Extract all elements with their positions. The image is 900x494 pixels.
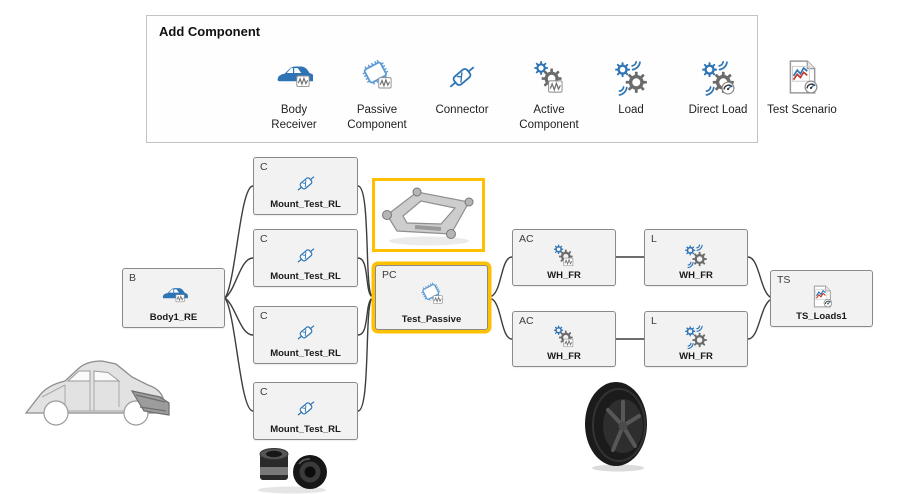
bushing-photo[interactable] bbox=[250, 442, 334, 494]
subframe-image bbox=[382, 187, 474, 246]
load-icon bbox=[683, 323, 709, 349]
node-name-label: WH_FR bbox=[679, 351, 713, 362]
toolbar-item-body-receiver[interactable]: Body Receiver bbox=[251, 56, 337, 140]
active-component-icon bbox=[530, 58, 568, 96]
node-type-label: C bbox=[260, 386, 268, 398]
node-type-label: C bbox=[260, 161, 268, 173]
node-name-label: Body1_RE bbox=[149, 312, 198, 323]
connector-icon bbox=[294, 173, 317, 194]
node-connector-1[interactable]: C Mount_Test_RL bbox=[253, 157, 358, 215]
node-connector-2[interactable]: C Mount_Test_RL bbox=[253, 229, 358, 287]
node-type-label: C bbox=[260, 310, 268, 322]
node-name-label: WH_FR bbox=[547, 270, 581, 281]
node-type-label: C bbox=[260, 233, 268, 245]
toolbar-item-label: Direct Load bbox=[688, 104, 748, 116]
direct-load-icon bbox=[699, 58, 737, 96]
toolbar-item-connector[interactable]: Connector bbox=[419, 56, 505, 140]
node-type-label: AC bbox=[519, 233, 534, 245]
subframe-photo[interactable] bbox=[372, 178, 485, 252]
toolbar-item-label: Active Component bbox=[519, 104, 579, 131]
connector-icon bbox=[294, 322, 317, 343]
connector-icon bbox=[443, 58, 481, 96]
toolbar-item-label: Load bbox=[618, 104, 644, 116]
passive-component-icon bbox=[358, 58, 396, 96]
panel-title: Add Component bbox=[159, 24, 261, 39]
node-type-label: B bbox=[129, 272, 137, 284]
passive-component-icon bbox=[418, 281, 446, 309]
node-load-1[interactable]: L WH_FR bbox=[644, 229, 748, 286]
connector-icon bbox=[294, 398, 317, 419]
test-scenario-icon bbox=[809, 284, 834, 309]
toolbar-item-load[interactable]: Load bbox=[588, 56, 674, 140]
test-scenario-icon bbox=[783, 58, 821, 96]
toolbar-item-passive-component[interactable]: Passive Component bbox=[334, 56, 420, 140]
node-body-receiver[interactable]: B Body1_RE bbox=[122, 268, 225, 328]
toolbar-item-label: Test Scenario bbox=[767, 104, 837, 116]
node-type-label: TS bbox=[777, 274, 791, 286]
toolbar-item-test-scenario[interactable]: Test Scenario bbox=[759, 56, 845, 140]
node-name-label: Mount_Test_RL bbox=[270, 271, 341, 282]
toolbar-item-label: Body Receiver bbox=[271, 104, 317, 131]
tire-photo[interactable] bbox=[583, 380, 653, 472]
node-connector-3[interactable]: C Mount_Test_RL bbox=[253, 306, 358, 364]
node-active-component-2[interactable]: AC WH_FR bbox=[512, 311, 616, 367]
node-name-label: Mount_Test_RL bbox=[270, 424, 341, 435]
add-component-panel: Add Component Body Receiver Passive Comp… bbox=[146, 15, 837, 143]
node-name-label: Test_Passive bbox=[401, 314, 462, 325]
toolbar-item-label: Passive Component bbox=[347, 104, 407, 131]
node-passive-component[interactable]: PC Test_Passive bbox=[375, 265, 488, 330]
node-type-label: L bbox=[651, 315, 657, 327]
toolbar-item-label: Connector bbox=[435, 104, 489, 116]
node-active-component-1[interactable]: AC WH_FR bbox=[512, 229, 616, 286]
load-icon bbox=[612, 58, 650, 96]
node-name-label: Mount_Test_RL bbox=[270, 348, 341, 359]
toolbar-item-direct-load[interactable]: Direct Load bbox=[675, 56, 761, 140]
node-name-label: WH_FR bbox=[679, 270, 713, 281]
node-test-scenario[interactable]: TS TS_Loads1 bbox=[770, 270, 873, 327]
node-name-label: WH_FR bbox=[547, 351, 581, 362]
body-receiver-icon bbox=[275, 58, 313, 96]
node-load-2[interactable]: L WH_FR bbox=[644, 311, 748, 367]
load-icon bbox=[683, 242, 709, 268]
active-component-icon bbox=[551, 242, 577, 268]
active-component-icon bbox=[551, 323, 577, 349]
node-type-label: AC bbox=[519, 315, 534, 327]
node-type-label: L bbox=[651, 233, 657, 245]
car-body-photo[interactable] bbox=[20, 345, 170, 445]
connector-icon bbox=[294, 245, 317, 266]
node-name-label: TS_Loads1 bbox=[796, 311, 847, 322]
node-name-label: Mount_Test_RL bbox=[270, 199, 341, 210]
toolbar-item-active-component[interactable]: Active Component bbox=[506, 56, 592, 140]
body-receiver-icon bbox=[159, 282, 189, 308]
node-type-label: PC bbox=[382, 269, 397, 281]
node-connector-4[interactable]: C Mount_Test_RL bbox=[253, 382, 358, 440]
